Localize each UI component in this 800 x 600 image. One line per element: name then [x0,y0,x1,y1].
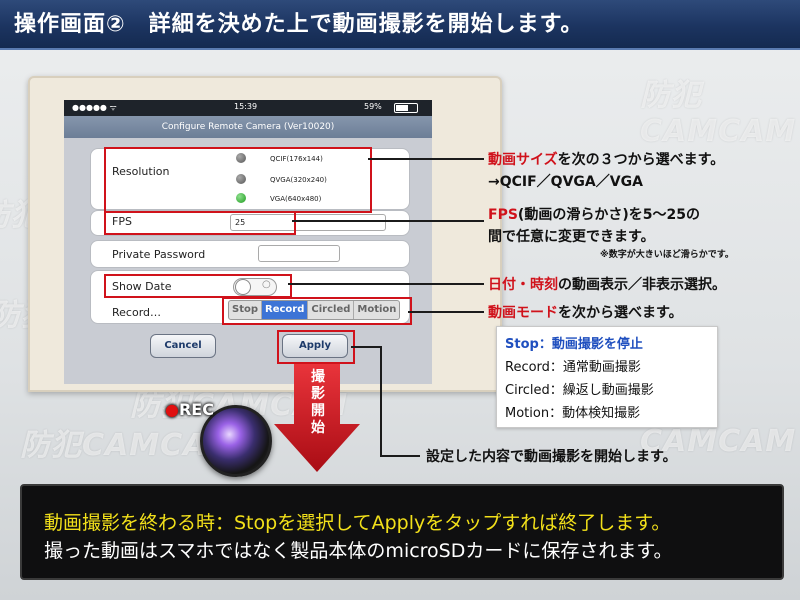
show-date-label: Show Date [112,280,172,293]
password-label: Private Password [112,248,206,261]
highlight-apply [277,330,355,364]
option-qcif-label: QCIF(176x144) [270,155,323,163]
callout-date: 日付・時刻の動画表示／非表示選択。 [488,277,726,293]
connector-line [288,283,484,285]
camera-lens-icon [200,405,272,477]
fps-label: FPS [112,215,132,228]
legend-circled: Circled：繰返し動画撮影 [505,383,654,398]
radio-vga[interactable] [236,193,246,203]
cancel-button[interactable]: Cancel [150,334,216,358]
connector-line [408,311,484,313]
mode-record[interactable]: Record [262,301,309,319]
resolution-group [90,148,410,210]
show-date-toggle[interactable]: ○ [233,278,277,296]
highlight-resolution [104,147,372,213]
connector-line [368,158,484,160]
page-title: 操作画面② 詳細を決めた上で動画撮影を開始します。 [14,12,584,37]
toggle-knob [235,279,251,295]
callout-fps: FPS(動画の滑らかさ)を5〜25の [488,207,700,223]
legend-stop: Stop：動画撮影を停止 [505,337,643,352]
watermark: 防犯CAMCAM [640,78,797,149]
highlight-fps [104,211,296,235]
option-vga-label: VGA(640x480) [270,195,322,203]
highlight-record-mode [222,297,412,325]
connector-line [351,346,381,348]
status-time: 15:39 [234,102,258,111]
record-mode-segmented: Stop Record Circled Motion [228,300,401,320]
callout-fps-line2: 間で任意に変更できます。 [488,229,655,245]
legend-motion: Motion：動体検知撮影 [505,406,641,421]
mode-stop[interactable]: Stop [229,301,263,319]
highlight-show-date [104,274,292,298]
toggle-off-icon: ○ [262,279,271,290]
record-label: Record… [112,306,162,319]
banner-line-1: 動画撮影を終わる時：Stopを選択してApplyをタップすれば終了します。 [44,512,671,534]
connector-line [292,220,484,222]
signal-icon: ●●●●● ᯤ [72,103,117,112]
mode-legend: Stop：動画撮影を停止 Record：通常動画撮影 Circled：繰返し動画… [496,326,718,428]
battery-icon [394,103,418,113]
mode-circled[interactable]: Circled [308,301,355,319]
connector-line [380,346,382,456]
page-header: 操作画面② 詳細を決めた上で動画撮影を開始します。 [0,0,800,50]
callout-size: 動画サイズを次の３つから選べます。 [488,152,725,168]
battery-level: 59% [364,102,382,111]
callout-mode: 動画モードを次から選べます。 [488,305,683,321]
fps-input[interactable]: 25 [230,214,386,231]
radio-qcif[interactable] [236,153,246,163]
rec-label: ●REC [165,400,214,419]
option-qvga-label: QVGA(320x240) [270,176,327,184]
banner-line-2: 撮った動画はスマホではなく製品本体のmicroSDカードに保存されます。 [44,540,673,562]
legend-record: Record：通常動画撮影 [505,360,641,375]
radio-qvga[interactable] [236,174,246,184]
resolution-label: Resolution [112,165,170,178]
password-input[interactable] [258,245,340,262]
password-group [90,240,410,268]
start-arrow [274,364,360,472]
connector-line [380,455,420,457]
status-bar: ●●●●● ᯤ 15:39 59% [64,100,432,116]
app-navbar: Configure Remote Camera (Ver10020) [64,116,432,138]
battery-fill [396,105,408,111]
arrow-label: 撮影開始 [311,369,325,436]
info-banner: 動画撮影を終わる時：Stopを選択してApplyをタップすれば終了します。 撮っ… [20,484,784,580]
nav-title: Configure Remote Camera (Ver10020) [161,122,335,132]
callout-size-options: →QCIF／QVGA／VGA [488,174,643,190]
callout-fps-note: ※数字が大きいほど滑らかです。 [600,250,734,260]
callout-apply: 設定した内容で動画撮影を開始します。 [426,449,677,465]
apply-button[interactable]: Apply [282,334,348,358]
mode-motion[interactable]: Motion [357,304,397,315]
